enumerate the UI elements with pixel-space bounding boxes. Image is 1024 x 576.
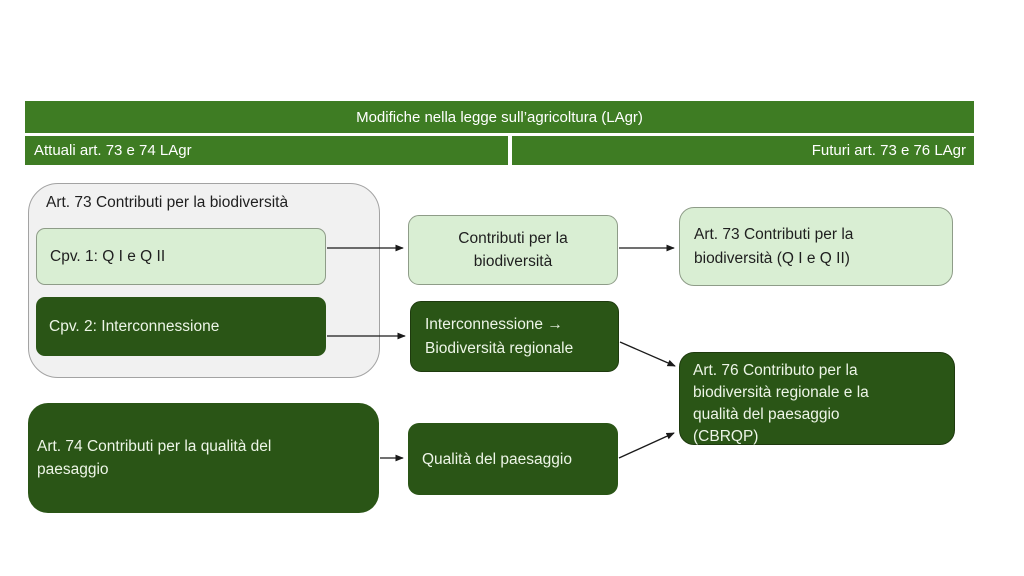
current-art73-group-title: Art. 73 Contributi per la biodiversità (46, 194, 289, 211)
header-title: Modifiche nella legge sull’agricoltura (… (356, 108, 643, 126)
header-current-label: Attuali art. 73 e 74 LAgr (34, 142, 192, 159)
header-cell-current: Attuali art. 73 e 74 LAgr (25, 136, 508, 165)
cpv1-box: Cpv. 1: Q I e Q II (36, 228, 326, 285)
future-art73-box: Art. 73 Contributi per la biodiversità (… (679, 207, 953, 286)
current-art74-box: Art. 74 Contributi per la qualità del pa… (28, 403, 379, 513)
future-art76-box: Art. 76 Contributo per la biodiversità r… (679, 352, 955, 445)
header-title-bar: Modifiche nella legge sull’agricoltura (… (25, 101, 974, 133)
biodiversity-contributions-box: Contributi per la biodiversità (408, 215, 618, 285)
interconnection-box: Interconnessione → Biodiversità regional… (410, 301, 619, 372)
landscape-quality-box: Qualità del paesaggio (408, 423, 618, 495)
header-cell-future: Futuri art. 73 e 76 LAgr (512, 136, 974, 165)
cpv2-box: Cpv. 2: Interconnessione (36, 297, 326, 356)
header-future-label: Futuri art. 73 e 76 LAgr (811, 142, 966, 159)
arrow-interconnection-to-art76 (619, 341, 676, 367)
arrow-landscape-to-art76 (618, 432, 675, 459)
